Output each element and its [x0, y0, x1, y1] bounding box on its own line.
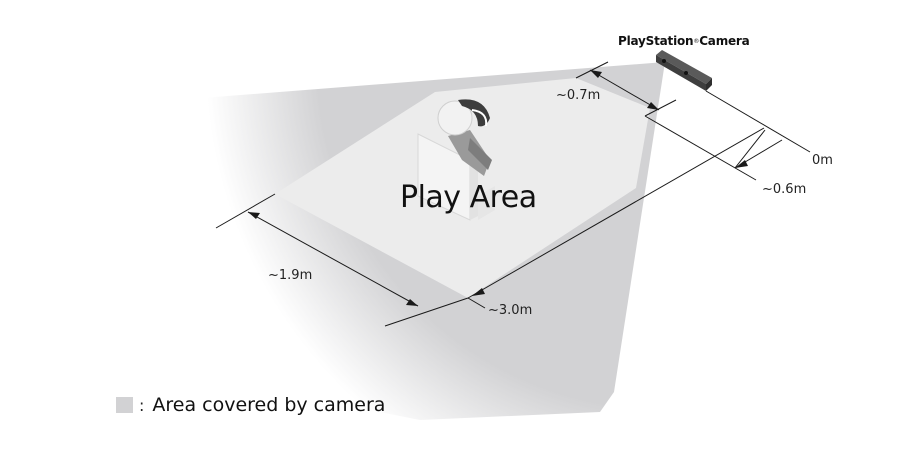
- camera-label-suffix: Camera: [699, 34, 750, 48]
- legend: : Area covered by camera: [116, 394, 385, 416]
- dimension-width: ~1.9m: [268, 268, 313, 283]
- dimension-lines: [215, 61, 811, 327]
- camera-label: PlayStation®Camera: [618, 34, 750, 48]
- dimension-camera-origin: 0m: [812, 153, 833, 168]
- dimension-arrows: [248, 70, 748, 306]
- camera-label-name: PlayStation: [618, 34, 694, 48]
- dimension-min-distance: ~0.6m: [762, 182, 807, 197]
- playstation-camera-icon: [656, 50, 712, 91]
- legend-text: Area covered by camera: [152, 394, 386, 416]
- dimension-front-gap: ~0.7m: [556, 88, 601, 103]
- dimension-depth: ~3.0m: [488, 303, 533, 318]
- legend-swatch: [116, 397, 133, 413]
- legend-colon: :: [139, 395, 145, 415]
- play-area-label: Play Area: [400, 180, 537, 215]
- registered-mark: ®: [693, 38, 700, 45]
- player-in-chair-icon: [417, 99, 495, 221]
